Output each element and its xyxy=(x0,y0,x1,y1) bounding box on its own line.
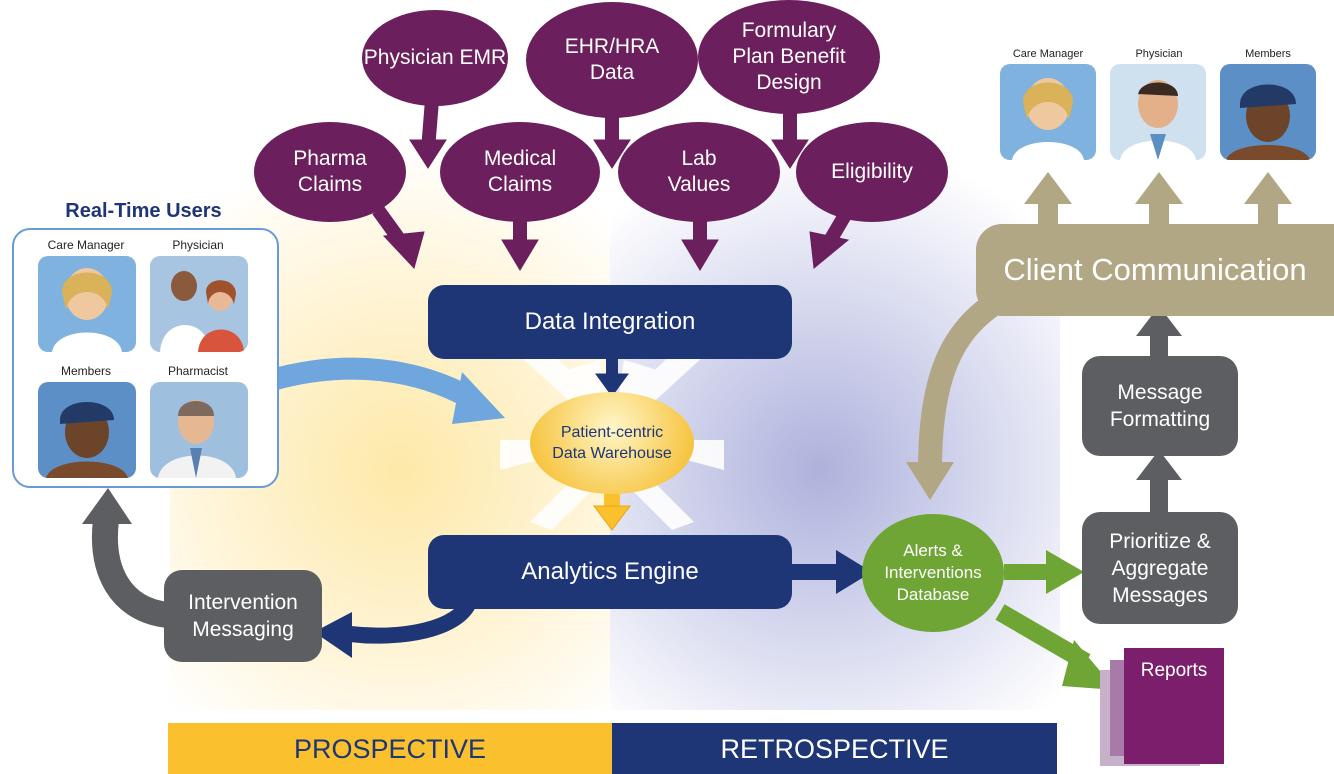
retrospective-label: RETROSPECTIVE xyxy=(720,734,949,764)
alerts-database-node: Alerts & Interventions Database xyxy=(862,514,1004,632)
source-formulary: Formulary Plan Benefit Design xyxy=(698,0,880,114)
retrospective-band xyxy=(612,723,1057,774)
users-to-warehouse-arrow xyxy=(269,357,505,424)
physician-photo xyxy=(150,256,248,352)
analytics-to-intervention-arrow xyxy=(314,596,478,658)
warehouse-arrow xyxy=(593,490,631,531)
recipient-label-members: Members xyxy=(1245,48,1291,60)
care-manager-photo xyxy=(38,256,136,352)
source-eligibility: Eligibility xyxy=(796,122,948,222)
recipient-label-care-manager: Care Manager xyxy=(1012,48,1084,60)
recipient-care-manager-photo xyxy=(1000,64,1096,160)
data-integration-box: Data Integration xyxy=(428,285,792,359)
source-pharma-claims: Pharma Claims xyxy=(254,122,406,222)
user-label-members: Members xyxy=(60,364,111,378)
source-lab-values: Lab Values xyxy=(618,122,780,222)
prioritize-messages-box: Prioritize & Aggregate Messages xyxy=(1082,512,1238,624)
analytics-engine-box: Analytics Engine xyxy=(428,535,792,609)
integration-arrow xyxy=(595,356,629,397)
recipient-member-photo xyxy=(1220,64,1316,160)
pharmacist-photo xyxy=(150,382,248,478)
client-to-recipients-arrows xyxy=(1024,172,1292,226)
client-communication-box: Client Communication xyxy=(976,224,1334,316)
reports-box: Reports xyxy=(1124,648,1224,764)
real-time-users-panel: Care Manager Physician Members Pharmacis… xyxy=(12,228,279,488)
analytics-to-alerts-arrow xyxy=(790,550,872,594)
data-warehouse-node: Patient-centric Data Warehouse xyxy=(530,392,694,494)
prospective-band xyxy=(168,723,612,774)
alerts-to-prioritize-arrow xyxy=(1004,550,1084,594)
source-physician-emr: Physician EMR xyxy=(362,10,508,106)
pipeline-up-arrows xyxy=(1136,306,1182,514)
source-medical-claims: Medical Claims xyxy=(440,122,600,222)
message-formatting-box: Message Formatting xyxy=(1082,356,1238,456)
recipient-physician-photo xyxy=(1110,64,1206,160)
member-photo xyxy=(38,382,136,478)
real-time-users-title: Real-Time Users xyxy=(65,200,222,222)
recipient-label-physician: Physician xyxy=(1135,48,1183,60)
source-ehr-hra: EHR/HRA Data xyxy=(526,2,698,118)
prospective-label: PROSPECTIVE xyxy=(293,734,487,764)
intervention-to-users-arrow xyxy=(82,488,171,628)
user-label-care-manager: Care Manager xyxy=(47,238,125,252)
client-to-alerts-arrow xyxy=(906,289,1007,500)
user-label-physician: Physician xyxy=(172,238,224,252)
user-label-pharmacist: Pharmacist xyxy=(167,364,229,378)
intervention-messaging-box: Intervention Messaging xyxy=(164,570,322,662)
